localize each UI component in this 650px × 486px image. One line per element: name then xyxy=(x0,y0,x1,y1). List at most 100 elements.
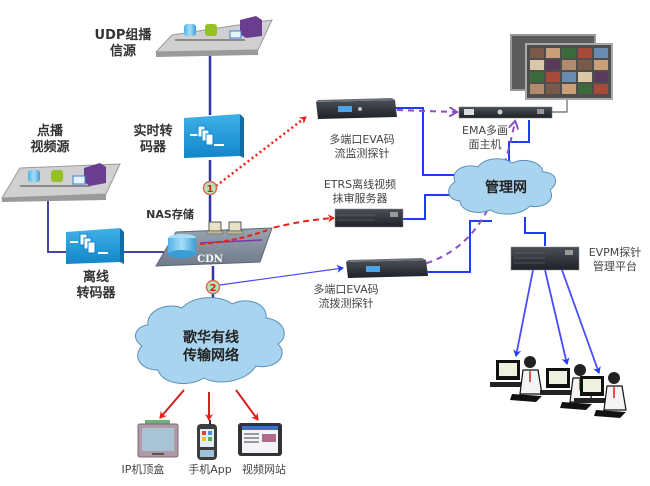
realtime-transcoder-label-line2: 码器 xyxy=(139,140,166,156)
workstation-icon xyxy=(206,221,224,235)
video-tile xyxy=(578,48,592,58)
ema-host-label: EMA多画 面主机 xyxy=(454,124,516,152)
link-evpm-to-operator-1 xyxy=(513,269,534,357)
transcode-icon xyxy=(190,125,224,146)
laptop-icon xyxy=(229,30,242,39)
video-tile xyxy=(546,84,560,94)
database-icon xyxy=(184,24,196,36)
svg-text:1: 1 xyxy=(207,184,214,195)
udp-source-label-line2: 信源 xyxy=(109,44,136,60)
link-vod-to-offline xyxy=(47,200,66,253)
video-tile xyxy=(562,60,576,70)
ema-host-device[interactable] xyxy=(458,106,553,119)
udp-source-label-line1: UDP组播 xyxy=(94,28,152,43)
management-network-cloud[interactable] xyxy=(448,158,557,215)
realtime-transcoder-label: 实时转 码器 xyxy=(126,124,180,157)
server-icon xyxy=(240,16,262,38)
operator-workstation xyxy=(574,372,627,418)
eva-monitor-probe-label-line1: 多端口EVA码 xyxy=(329,133,395,146)
tap-marker-2[interactable]: 2 xyxy=(205,279,221,295)
vod-source-label-line2: 视频源 xyxy=(30,140,70,156)
tap-marker-1[interactable]: 1 xyxy=(202,180,218,196)
workstation-icon xyxy=(226,221,244,235)
ema-host-label-line2: 面主机 xyxy=(468,137,502,151)
etrs-server-device[interactable] xyxy=(334,208,404,228)
video-tile xyxy=(562,48,576,58)
offline-transcoder[interactable] xyxy=(66,228,124,264)
udp-source-label: UDP组播 信源 xyxy=(88,28,158,61)
video-tile xyxy=(594,60,608,70)
video-tile xyxy=(594,72,608,82)
database-icon xyxy=(205,24,217,36)
transport-network-cloud[interactable] xyxy=(134,297,285,385)
link-eva-dial-to-ema xyxy=(404,122,515,269)
video-tile xyxy=(578,84,592,94)
link-eva-monitor-to-ema xyxy=(396,110,456,112)
svg-text:2: 2 xyxy=(210,283,217,294)
ema-host-label-line1: EMA多画 xyxy=(462,124,508,137)
video-tile xyxy=(578,72,592,82)
cdn-label: CDN xyxy=(197,254,223,265)
video-tile xyxy=(530,72,544,82)
evpm-platform-label-line2: 管理平台 xyxy=(593,259,637,273)
eva-dial-probe-label: 多端口EVA码 流拨测探针 xyxy=(306,283,386,311)
server-icon xyxy=(84,163,106,186)
link-mgmt-to-evpm xyxy=(524,217,546,246)
eva-dial-probe-label-line1: 多端口EVA码 xyxy=(313,283,379,296)
video-tile xyxy=(562,72,576,82)
link-tap1-to-eva-monitor xyxy=(215,116,307,187)
laptop-icon xyxy=(72,175,86,185)
video-tile xyxy=(530,48,544,58)
eva-monitor-probe-device[interactable] xyxy=(316,98,397,119)
vod-source-platform[interactable] xyxy=(1,163,121,202)
offline-transcoder-label: 离线 转码器 xyxy=(66,270,126,303)
link-transport-to-stb xyxy=(159,389,185,419)
ip-stb-label: IP机顶盒 xyxy=(121,463,165,476)
evpm-platform-label-line1: EVPM探针 xyxy=(588,246,642,259)
storage-cylinder-icon xyxy=(168,234,196,258)
link-evpm-to-operator-3 xyxy=(561,269,601,374)
video-tile xyxy=(530,60,544,70)
link-tap2-to-eva-dial xyxy=(219,264,344,286)
etrs-server-label-line1: ETRS离线视频 xyxy=(323,178,397,191)
ip-stb-tv-icon[interactable] xyxy=(137,420,179,458)
operators-group xyxy=(490,356,627,418)
eva-monitor-probe-label-line2: 流监测探针 xyxy=(334,146,390,160)
etrs-server-label-line2: 抹审服务器 xyxy=(332,191,388,205)
offline-transcoder-label-line2: 转码器 xyxy=(76,286,116,302)
evpm-platform-device[interactable] xyxy=(510,246,580,271)
transport-network-label-line1: 歌华有线 xyxy=(183,330,239,346)
nas-storage-label: NAS存储 xyxy=(146,208,194,221)
vod-source-label-line1: 点播 xyxy=(36,124,63,139)
realtime-transcoder[interactable] xyxy=(184,114,244,158)
video-tile xyxy=(594,84,608,94)
video-tile xyxy=(578,60,592,70)
tablet-website-icon[interactable] xyxy=(238,423,282,456)
operator-workstation xyxy=(490,356,543,402)
link-eva-monitor-to-mgmt xyxy=(392,107,455,176)
transport-network-label: 歌华有线 传输网络 xyxy=(176,330,246,365)
vod-source-label: 点播 视频源 xyxy=(20,124,80,157)
video-wall-monitors xyxy=(510,34,613,100)
mobile-app-label: 手机App xyxy=(188,463,232,476)
video-tile xyxy=(546,72,560,82)
database-icon xyxy=(51,170,63,182)
eva-dial-probe-label-line2: 流拨测探针 xyxy=(318,296,374,310)
eva-dial-probe-device[interactable] xyxy=(346,258,428,278)
transcode-icon xyxy=(70,233,108,254)
video-tile xyxy=(562,84,576,94)
video-website-label: 视频网站 xyxy=(242,463,286,476)
etrs-server-label: ETRS离线视频 抹审服务器 xyxy=(315,178,405,206)
database-icon xyxy=(28,170,40,182)
eva-monitor-probe-label: 多端口EVA码 流监测探针 xyxy=(322,133,402,161)
nas-cdn-platform[interactable]: CDN xyxy=(155,221,273,267)
video-tile xyxy=(530,84,544,94)
mobile-phone-icon[interactable] xyxy=(197,420,217,460)
link-etrs-to-mgmt xyxy=(403,194,450,220)
video-tile xyxy=(546,60,560,70)
link-evpm-to-operator-2 xyxy=(544,269,570,365)
realtime-transcoder-label-line1: 实时转 xyxy=(133,124,173,139)
udp-source-platform[interactable] xyxy=(154,16,273,57)
evpm-platform-label: EVPM探针 管理平台 xyxy=(584,246,646,274)
